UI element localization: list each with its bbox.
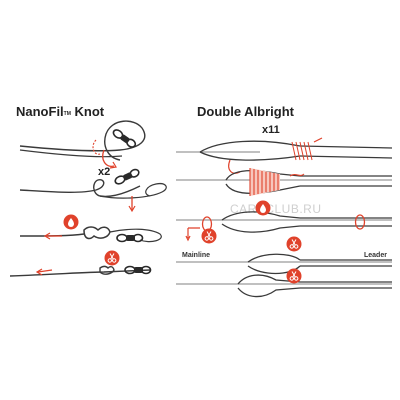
- albright-step-2: [176, 168, 392, 196]
- double-albright-title: Double Albright: [197, 104, 295, 119]
- nanofil-step-2: [19, 167, 167, 213]
- scissors-icon: [201, 228, 217, 244]
- water-drop-icon: [63, 214, 79, 230]
- albright-step-1: [176, 137, 393, 174]
- pull-arrow-icon: [37, 269, 53, 273]
- scissors-icon: [286, 268, 302, 284]
- nanofil-step-1: [19, 120, 146, 169]
- scissors-icon: [104, 250, 120, 266]
- nanofil-knot-title: NanoFilTM Knot: [16, 104, 104, 119]
- swivel-icon: [113, 167, 141, 187]
- trademark-mark: TM: [63, 111, 71, 117]
- leader-label: Leader: [364, 252, 387, 259]
- left-wrap-count: x2: [98, 166, 111, 178]
- albright-step-3: [176, 200, 392, 242]
- mainline-label: Mainline: [182, 252, 211, 259]
- nanofil-step-3: [19, 214, 162, 243]
- albright-step-5: [176, 268, 392, 298]
- nanofil-title-suffix: Knot: [74, 104, 105, 119]
- swivel-icon: [116, 233, 144, 243]
- water-drop-icon: [255, 200, 271, 216]
- right-wrap-count: x11: [262, 124, 280, 136]
- nanofil-step-4: [9, 250, 152, 277]
- scissors-icon: [286, 236, 302, 252]
- nanofil-title-text: NanoFil: [16, 104, 64, 119]
- swivel-icon: [111, 127, 138, 150]
- albright-step-4: [176, 228, 392, 275]
